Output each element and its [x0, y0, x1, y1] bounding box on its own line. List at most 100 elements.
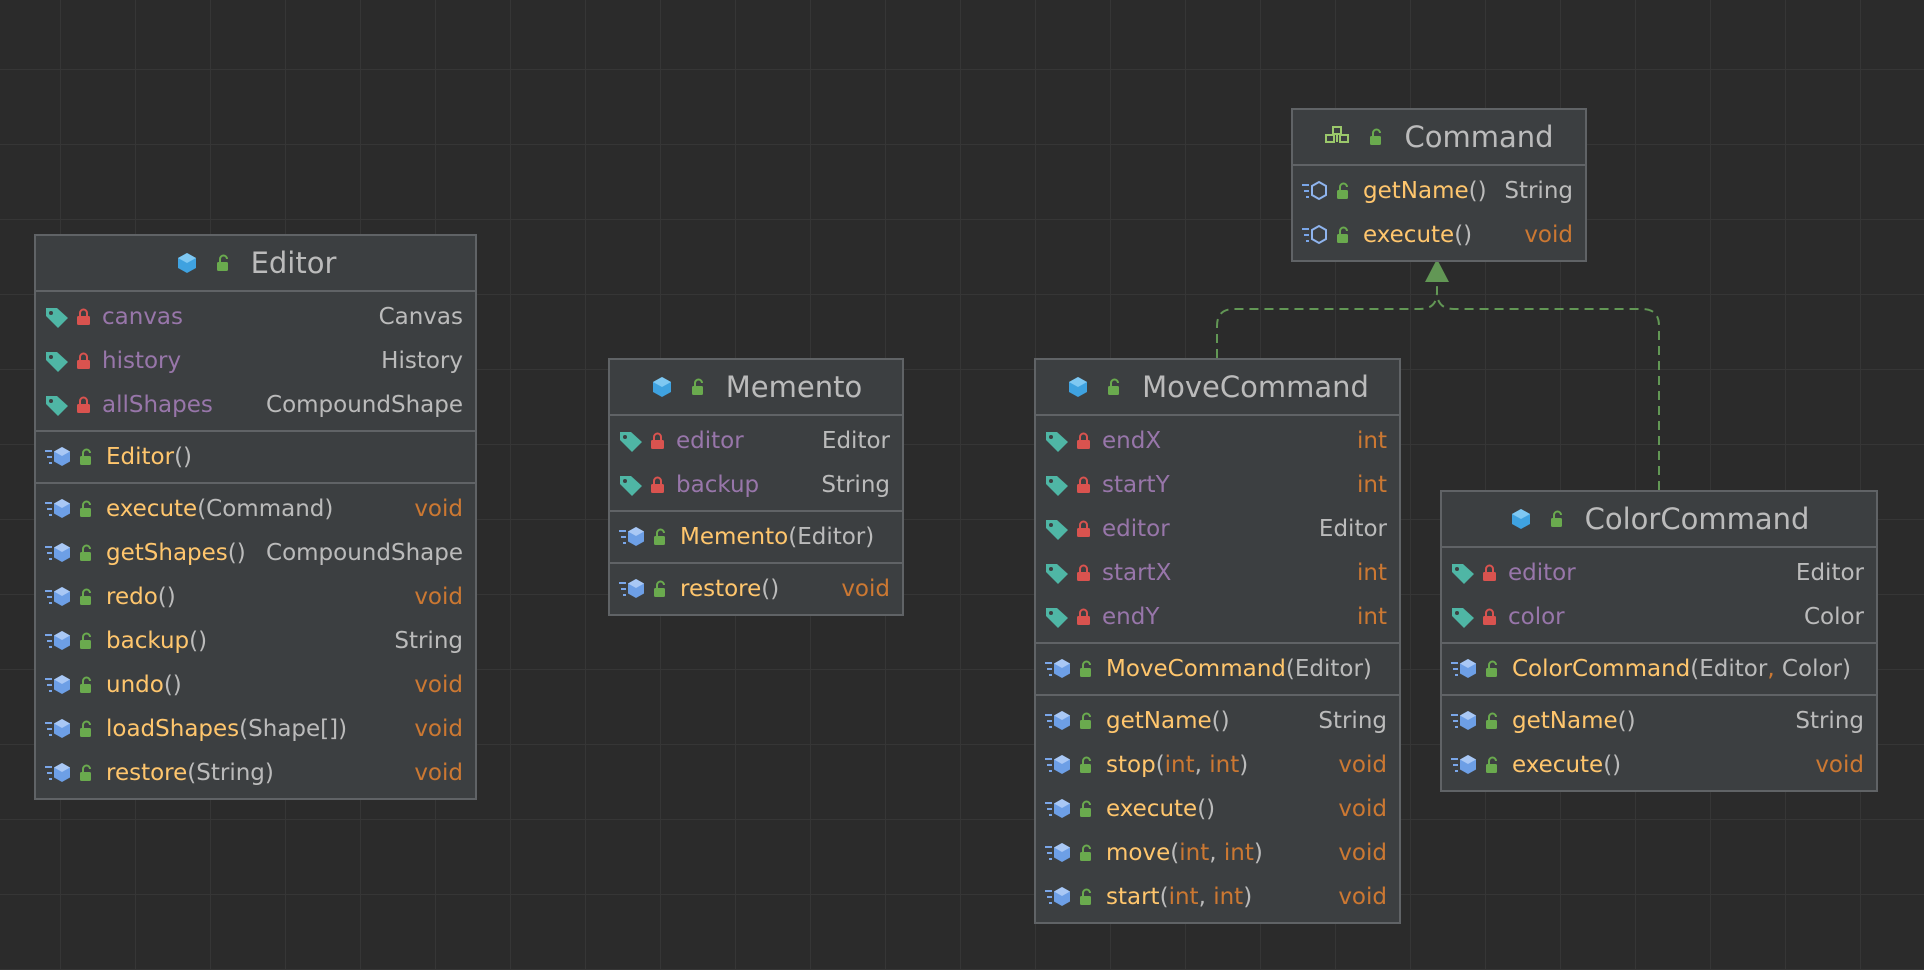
field-tag-icon	[1044, 517, 1070, 541]
method-name: loadShapes	[106, 716, 240, 742]
field-type: Canvas	[378, 304, 463, 330]
class-name: Editor	[250, 246, 337, 280]
field-name: editor	[1508, 560, 1576, 586]
field-name: backup	[676, 472, 760, 498]
return-type: void	[414, 716, 463, 742]
method-name: move	[1106, 840, 1171, 866]
method-params: ()	[1197, 796, 1216, 822]
constructor-row[interactable]: Editor()	[36, 435, 475, 479]
method-row[interactable]: loadShapes(Shape[]) void	[36, 707, 475, 751]
method-row[interactable]: undo() void	[36, 663, 475, 707]
method-row[interactable]: backup() String	[36, 619, 475, 663]
field-type: Editor	[1318, 516, 1387, 542]
method-params: (int, int)	[1155, 752, 1249, 778]
unlock-icon	[1368, 128, 1386, 146]
fields-section: endX int startY int editor Editor startX…	[1036, 416, 1399, 644]
lock-icon	[76, 308, 92, 326]
constructor-params: (Editor, Color)	[1690, 656, 1851, 682]
interface-command[interactable]: Command getName() String execute() void	[1291, 108, 1587, 262]
unlock-icon	[78, 764, 96, 782]
method-params: (Command)	[197, 496, 334, 522]
field-row[interactable]: editor Editor	[1442, 551, 1876, 595]
method-row[interactable]: redo() void	[36, 575, 475, 619]
field-name: history	[102, 348, 182, 374]
method-row[interactable]: move(int, int) void	[1036, 831, 1399, 875]
class-header: Command	[1293, 110, 1585, 166]
lock-icon	[650, 432, 666, 450]
field-row[interactable]: startY int	[1036, 463, 1399, 507]
method-params: ()	[227, 540, 246, 566]
method-icon	[44, 541, 72, 565]
unlock-icon	[1484, 756, 1502, 774]
constructors-section: Memento(Editor)	[610, 512, 902, 564]
method-icon	[44, 629, 72, 653]
method-row[interactable]: getName() String	[1293, 169, 1585, 213]
field-row[interactable]: color Color	[1442, 595, 1876, 639]
field-name: color	[1508, 604, 1565, 630]
method-row[interactable]: stop(int, int) void	[1036, 743, 1399, 787]
method-row[interactable]: start(int, int) void	[1036, 875, 1399, 919]
class-editor[interactable]: Editor canvas Canvas history History all…	[34, 234, 477, 800]
constructor-row[interactable]: Memento(Editor)	[610, 515, 902, 559]
field-row[interactable]: history History	[36, 339, 475, 383]
constructors-section: ColorCommand(Editor, Color)	[1442, 644, 1876, 696]
method-row[interactable]: restore(String) void	[36, 751, 475, 795]
method-row[interactable]: getName() String	[1036, 699, 1399, 743]
class-header: Memento	[610, 360, 902, 416]
unlock-icon	[1078, 888, 1096, 906]
method-icon	[1044, 709, 1072, 733]
field-row[interactable]: editor Editor	[1036, 507, 1399, 551]
constructor-params: (Editor)	[788, 524, 875, 550]
unlock-icon	[652, 528, 670, 546]
field-row[interactable]: startX int	[1036, 551, 1399, 595]
method-name: start	[1106, 884, 1160, 910]
class-header: ColorCommand	[1442, 492, 1876, 548]
method-icon	[1450, 657, 1478, 681]
return-type: String	[1795, 708, 1864, 734]
unlock-icon	[1549, 510, 1567, 528]
constructor-name: Memento	[680, 524, 789, 550]
method-row[interactable]: execute() void	[1442, 743, 1876, 787]
constructor-row[interactable]: MoveCommand(Editor)	[1036, 647, 1399, 691]
field-tag-icon	[44, 305, 70, 329]
method-name: execute	[1106, 796, 1198, 822]
unlock-icon	[1335, 182, 1353, 200]
method-row[interactable]: getName() String	[1442, 699, 1876, 743]
unlock-icon	[1078, 712, 1096, 730]
method-icon	[44, 585, 72, 609]
class-movecommand[interactable]: MoveCommand endX int startY int editor E…	[1034, 358, 1401, 924]
field-tag-icon	[1450, 605, 1476, 629]
class-name: Command	[1404, 120, 1554, 154]
method-row[interactable]: execute(Command) void	[36, 487, 475, 531]
class-icon	[1509, 507, 1533, 531]
method-row[interactable]: restore() void	[610, 567, 902, 611]
field-row[interactable]: canvas Canvas	[36, 295, 475, 339]
field-row[interactable]: endY int	[1036, 595, 1399, 639]
lock-icon	[1076, 476, 1092, 494]
constructor-params: ()	[174, 444, 193, 470]
field-row[interactable]: backup String	[610, 463, 902, 507]
field-name: endY	[1102, 604, 1160, 630]
class-colorcommand[interactable]: ColorCommand editor Editor color Color C…	[1440, 490, 1878, 792]
unlock-icon	[78, 544, 96, 562]
unlock-icon	[78, 448, 96, 466]
method-name: undo	[106, 672, 164, 698]
constructor-row[interactable]: ColorCommand(Editor, Color)	[1442, 647, 1876, 691]
method-row[interactable]: execute() void	[1293, 213, 1585, 257]
method-name: restore	[106, 760, 188, 786]
class-memento[interactable]: Memento editor Editor backup String Meme…	[608, 358, 904, 616]
field-type: Color	[1803, 604, 1864, 630]
unlock-icon	[690, 378, 708, 396]
field-tag-icon	[44, 393, 70, 417]
field-row[interactable]: allShapes CompoundShape	[36, 383, 475, 427]
method-params: (String)	[187, 760, 274, 786]
unlock-icon	[78, 720, 96, 738]
method-row[interactable]: getShapes() CompoundShape	[36, 531, 475, 575]
field-row[interactable]: editor Editor	[610, 419, 902, 463]
method-icon	[618, 577, 646, 601]
return-type: void	[1338, 884, 1387, 910]
field-row[interactable]: endX int	[1036, 419, 1399, 463]
field-tag-icon	[1044, 605, 1070, 629]
field-name: startY	[1102, 472, 1170, 498]
method-row[interactable]: execute() void	[1036, 787, 1399, 831]
